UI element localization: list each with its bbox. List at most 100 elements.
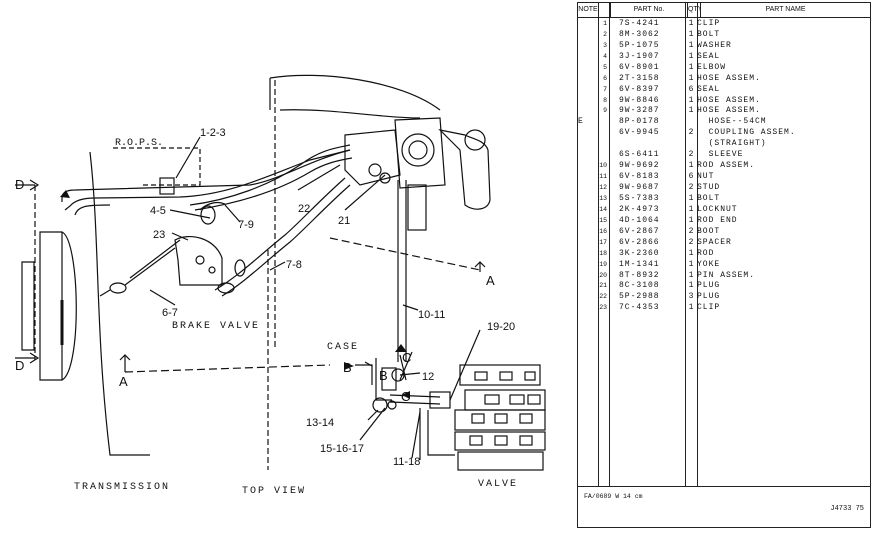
- callout-21: 21: [338, 215, 350, 227]
- callout-12: 12: [422, 371, 434, 383]
- row-qty: 1: [688, 18, 694, 28]
- row-part-name: HOSE ASSEM.: [697, 73, 761, 83]
- row-qty: 1: [688, 106, 694, 116]
- callout-4-5: 4-5: [150, 205, 166, 217]
- row-part-no: 8C-3108: [619, 281, 660, 291]
- header-part-name: PART NAME: [765, 6, 806, 13]
- section-mark-c-top: C: [402, 350, 411, 365]
- row-part-no: 6S-6411: [619, 150, 660, 160]
- row-qty: 2: [688, 226, 694, 236]
- row-item-no: 6: [603, 74, 607, 82]
- row-part-name: NUT: [697, 172, 715, 182]
- callout-11-18: 11-18: [393, 456, 420, 468]
- row-item-no: 10: [599, 162, 607, 170]
- footer-right-code: J4733 75: [830, 505, 864, 513]
- row-part-name: SPACER: [697, 237, 732, 247]
- row-qty: 6: [688, 84, 694, 94]
- footer-left-code: FA/0689 W 14 cm: [584, 493, 643, 500]
- row-part-no: 3K-2360: [619, 248, 660, 258]
- row-part-name: SEAL: [697, 51, 721, 61]
- row-part-no: 8T-8932: [619, 270, 660, 280]
- row-part-no: 9W-9692: [619, 161, 660, 171]
- row-item-no: 15: [599, 216, 607, 224]
- valve-block: [419, 364, 546, 471]
- row-part-no: 8M-3062: [619, 29, 660, 39]
- row-part-no: 7C-4353: [619, 303, 660, 313]
- row-item-no: 4: [603, 52, 607, 60]
- row-part-no: 3J-1907: [619, 51, 660, 61]
- case-label: CASE: [327, 342, 359, 353]
- parts-table-header: NOTE No. PART No. QTY PART NAME: [578, 3, 870, 18]
- row-part-no: 6V-8183: [619, 172, 660, 182]
- row-item-no: 9: [603, 107, 607, 115]
- header-note: NOTE No.: [578, 3, 599, 17]
- callout-19-20: 19-20: [487, 321, 515, 333]
- row-qty: 1: [688, 270, 694, 280]
- row-note: E: [578, 117, 583, 127]
- row-item-no: 22: [599, 293, 607, 301]
- callout-13-14: 13-14: [306, 417, 334, 429]
- row-part-name: HOSE ASSEM.: [697, 95, 761, 105]
- row-qty: 1: [688, 95, 694, 105]
- row-item-no: 2: [603, 30, 607, 38]
- row-qty: 2: [688, 128, 694, 138]
- row-qty: 1: [688, 40, 694, 50]
- row-part-name: CLIP: [697, 18, 721, 28]
- row-part-no: 9W-9687: [619, 183, 660, 193]
- row-qty: 6: [688, 172, 694, 182]
- row-part-no: 9W-8846: [619, 95, 660, 105]
- row-qty: 1: [688, 215, 694, 225]
- row-part-no: 6V-8901: [619, 62, 660, 72]
- row-item-no: 5: [603, 63, 607, 71]
- row-qty: 1: [688, 204, 694, 214]
- row-qty: 1: [688, 281, 694, 291]
- callout-7-9: 7-9: [238, 219, 254, 231]
- row-part-no: 6V-2866: [619, 237, 660, 247]
- control-valve-assembly: [344, 129, 401, 186]
- row-part-name: PIN ASSEM.: [697, 270, 756, 280]
- row-item-no: 19: [599, 260, 607, 268]
- rops-label: R.O.P.S.: [115, 138, 163, 149]
- valve-label: VALVE: [478, 479, 518, 490]
- row-part-no: 9W-3287: [619, 106, 660, 116]
- row-part-no: 2K-4973: [619, 204, 660, 214]
- row-item-no: 23: [599, 304, 607, 312]
- callout-15-16-17: 15-16-17: [320, 443, 364, 455]
- row-item-no: 7: [603, 85, 607, 93]
- row-part-no: 5P-1075: [619, 40, 660, 50]
- row-part-name: SLEEVE: [697, 150, 744, 160]
- row-qty: 1: [688, 29, 694, 39]
- row-qty: 1: [688, 193, 694, 203]
- row-part-no: 4D-1064: [619, 215, 660, 225]
- row-qty: 1: [688, 73, 694, 83]
- row-part-name: BOLT: [697, 29, 721, 39]
- row-part-no: 6V-8397: [619, 84, 660, 94]
- section-mark-b-right: B: [379, 368, 388, 383]
- table-row: (STRAIGHT): [578, 138, 870, 149]
- section-mark-d-bottom: D: [15, 358, 24, 373]
- row-part-name: HOSE--54CM: [697, 117, 767, 127]
- row-part-name: BOLT: [697, 193, 721, 203]
- top-view-label: TOP VIEW: [242, 486, 306, 497]
- callout-10-11: 10-11: [418, 309, 445, 321]
- row-part-name: (STRAIGHT): [697, 139, 767, 149]
- row-part-name: SEAL: [697, 84, 721, 94]
- row-part-no: 8P-0178: [619, 117, 660, 127]
- section-mark-a-right: A: [486, 273, 495, 288]
